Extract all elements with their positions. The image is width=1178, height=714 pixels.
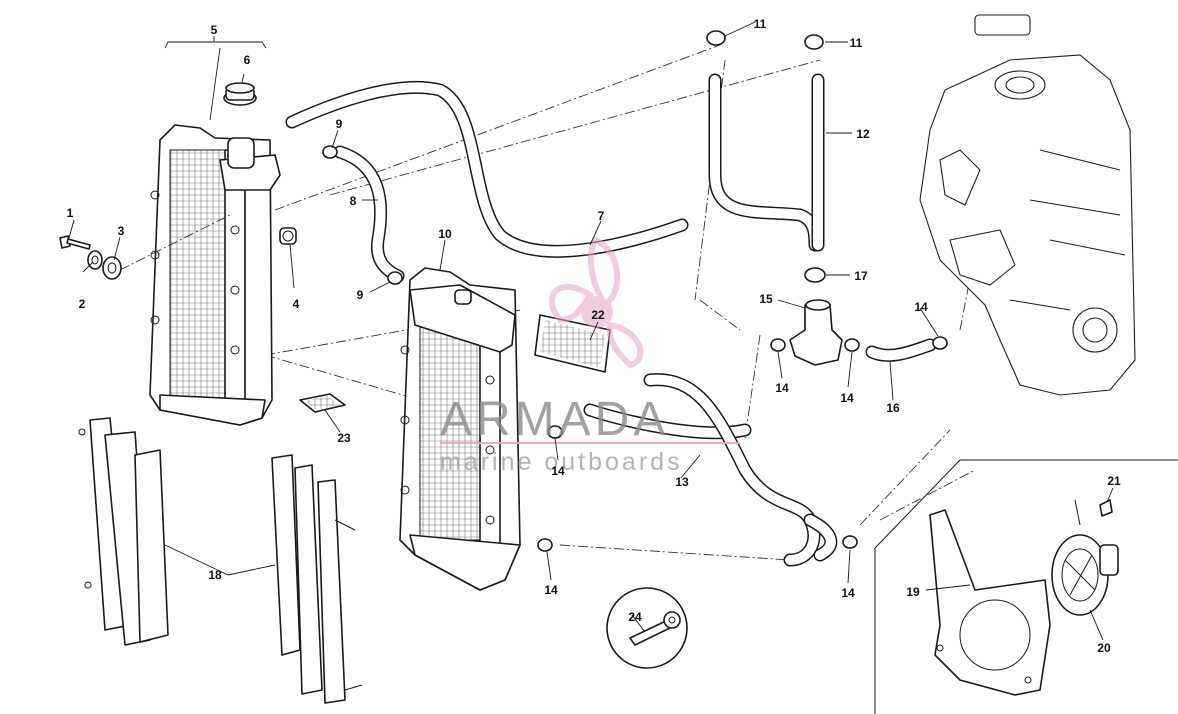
callout-7: 7 (598, 209, 605, 223)
propeller-logo (549, 236, 644, 369)
fan-bracket (929, 509, 1051, 696)
radiator-shroud-left (78, 417, 169, 646)
radiator-cap (223, 73, 257, 106)
mounting-bolt (59, 235, 91, 250)
callout-14-a: 14 (775, 381, 789, 395)
hose-clamp (322, 145, 403, 285)
fan-inset-border (874, 459, 1178, 714)
rubber-grommet-right (279, 227, 297, 245)
callout-12: 12 (856, 127, 870, 141)
callout-8: 8 (350, 194, 357, 208)
callout-17: 17 (854, 269, 868, 283)
callout-11-left: 11 (754, 17, 767, 31)
lower-radiator-hose (583, 373, 838, 567)
cooling-fan (1051, 534, 1119, 616)
callout-23: 23 (337, 431, 351, 445)
radiator-connecting-hose (333, 145, 405, 283)
callout-3: 3 (118, 224, 125, 238)
callout-16: 16 (886, 401, 900, 415)
callout-19: 19 (906, 585, 920, 599)
callout-10: 10 (438, 227, 452, 241)
assembly-dash-lines (119, 214, 231, 271)
callout-22: 22 (591, 308, 605, 322)
brand-watermark: ARMADA marine outboards (440, 236, 740, 476)
fan-screw (1074, 499, 1113, 526)
callout-24: 24 (628, 610, 642, 624)
hose-clamp-14 (537, 336, 948, 552)
callout-14-e: 14 (544, 583, 558, 597)
callout-14-c: 14 (914, 300, 928, 314)
right-radiator (399, 267, 521, 591)
callout-14-b: 14 (840, 391, 854, 405)
callout-14-f: 14 (841, 586, 855, 600)
callout-2: 2 (79, 297, 86, 311)
callout-21: 21 (1107, 474, 1121, 488)
hose-clamp-17 (804, 267, 826, 283)
callout-11-right: 11 (850, 36, 863, 50)
callout-14-d: 14 (551, 464, 565, 478)
overflow-hose (285, 80, 689, 258)
y-hose (708, 73, 825, 252)
engine-block (919, 14, 1136, 396)
rubber-grommet (102, 256, 122, 280)
callout-6: 6 (244, 53, 251, 67)
thermostat-housing (789, 299, 843, 366)
callout-9-upper: 9 (336, 117, 343, 131)
left-radiator (149, 124, 281, 426)
foam-pad-22 (534, 314, 611, 373)
callout-4: 4 (293, 297, 300, 311)
leader-lines (68, 21, 1114, 641)
hose-clamp-11 (706, 30, 824, 50)
foam-pad-23 (299, 393, 346, 413)
assembly-bracket (164, 41, 267, 49)
callout-20: 20 (1097, 641, 1111, 655)
callout-9-lower: 9 (357, 288, 364, 302)
watermark-tagline: marine outboards (440, 448, 683, 476)
callout-labels: 1 2 3 4 5 6 7 8 9 9 10 11 11 12 13 14 14… (67, 17, 1121, 655)
callout-5: 5 (211, 23, 218, 37)
watermark-brand: ARMADA (440, 393, 669, 446)
callout-18: 18 (208, 568, 222, 582)
callout-13: 13 (675, 475, 689, 489)
engine-hose (865, 338, 937, 362)
callout-1: 1 (67, 206, 74, 220)
callout-15: 15 (759, 292, 773, 306)
mounting-washer (87, 250, 103, 270)
detail-inset-24 (606, 587, 688, 669)
radiator-shroud-right (271, 454, 363, 704)
